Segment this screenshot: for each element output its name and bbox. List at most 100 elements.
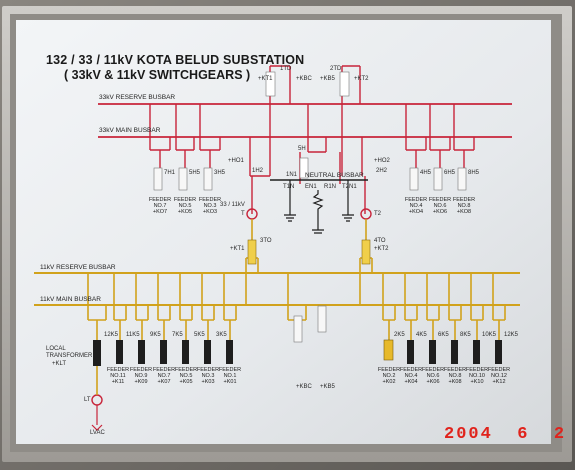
key-lt xyxy=(93,340,101,366)
neutral-label-en1: EN1 xyxy=(305,184,317,190)
kv33-incomer-right-code: +KT2 xyxy=(354,76,369,82)
kv33-feeder-8-switch: 8H5 xyxy=(468,170,480,176)
key-kv33-left-1 xyxy=(153,167,163,191)
kv11-right-feeder-6-label: FEEDER NO.12+K12 xyxy=(487,367,511,386)
kv11-right-feeder-1-label: FEEDER NO.2+K02 xyxy=(377,367,401,386)
kv33-incomer-right-mid: +HO2 xyxy=(374,158,390,164)
key-kv11-coupler-2 xyxy=(317,305,327,333)
kv11-left-feeder-4-label: FEEDER NO.5+K05 xyxy=(174,367,198,386)
neutral-section xyxy=(270,179,368,234)
key-kv33-right-3 xyxy=(457,167,467,191)
lvac-output-line xyxy=(91,405,103,431)
neutral-resistor xyxy=(312,190,324,234)
key-kv11-left-6 xyxy=(226,340,233,364)
neutral-earth-right xyxy=(342,180,354,222)
kv11-coupler-code-2: +KB5 xyxy=(320,384,335,390)
kv33-feeder-3-switch: 3H5 xyxy=(214,170,226,176)
kv33-feeder-3-line xyxy=(199,104,221,185)
kv11-left-feeder-6-label: FEEDER NO.1+K01 xyxy=(218,367,242,386)
transformer-t2-label: T2 xyxy=(374,211,382,217)
key-kv11-coupler xyxy=(293,315,303,343)
kv11-left-feeder-3-switch: 9K5 xyxy=(150,332,161,338)
transformer-t1-label: T xyxy=(241,211,245,217)
kv11-right-feeder-2-switch: 4K5 xyxy=(416,332,427,338)
kv11-incomer-right-code: +KT2 xyxy=(374,246,389,252)
kv11-left-feeder-2-switch: 11K5 xyxy=(126,332,140,338)
key-4to xyxy=(361,239,371,265)
kv11-right-feeder-2-label: FEEDER NO.4+K04 xyxy=(399,367,423,386)
kv33-incomer-left-code: +KT1 xyxy=(258,76,273,82)
kv33-feeder-5-switch: 5H5 xyxy=(189,170,201,176)
kv33-main-busbar-label: 33kV MAIN BUSBAR xyxy=(99,127,161,134)
kv11-main-busbar-label: 11kV MAIN BUSBAR xyxy=(40,296,101,303)
kv11-left-feeder-2-label: FEEDER NO.9+K09 xyxy=(129,367,153,386)
kv33-feeder-6-switch: 6H5 xyxy=(444,170,456,176)
kv11-left-feeders-lines xyxy=(113,273,237,350)
kv11-incomer-right-switch: 4TO xyxy=(374,238,386,244)
key-kv11-right-2 xyxy=(407,340,414,364)
kv33-feeder-4-switch: 4H5 xyxy=(420,170,432,176)
kv33-feeder-5-line xyxy=(175,104,195,185)
kv33-feeder-7-line xyxy=(149,104,171,185)
kv11-left-feeder-1-label: FEEDER NO.11+K11 xyxy=(106,367,130,386)
neutral-earth-left xyxy=(284,180,296,222)
kv33-feeder-4-label: FEEDER NO.4+KO4 xyxy=(404,197,428,216)
kv11-left-feeder-5-switch: 5K5 xyxy=(194,332,205,338)
key-kv11-right-4 xyxy=(451,340,458,364)
kv33-incomer-left-mid: +HO1 xyxy=(228,158,244,164)
kv11-right-feeder-1-switch: 2K5 xyxy=(394,332,405,338)
kv33-feeder-8-line xyxy=(453,104,475,185)
key-kv33-right-2 xyxy=(433,167,443,191)
kv11-right-feeders-lines xyxy=(382,273,506,350)
mimic-panel-surface xyxy=(16,20,551,444)
kv11-left-feeder-4-switch: 7K5 xyxy=(172,332,183,338)
kv11-coupler-code: +KBC xyxy=(296,384,312,390)
key-kv11-right-5 xyxy=(473,340,480,364)
key-1td xyxy=(265,71,276,97)
kv33-feeder-6-line xyxy=(429,104,451,185)
kv11-right-feeder-4-label: FEEDER NO.8+K08 xyxy=(443,367,467,386)
neutral-label-1n1: 1N1 xyxy=(286,172,298,178)
kv33-feeder-7-switch: 7H1 xyxy=(164,170,176,176)
kv33-reserve-busbar-label: 33kV RESERVE BUSBAR xyxy=(99,94,176,101)
kv33-feeder-7-label: FEEDER NO.7+KO7 xyxy=(148,197,172,216)
key-5h xyxy=(299,157,309,179)
neutral-label-r1n: R1N xyxy=(324,184,337,190)
kv33-coupler-code: +KBC xyxy=(296,76,312,82)
key-kv11-left-2 xyxy=(138,340,145,364)
neutral-label-t1n: T1N xyxy=(283,184,295,190)
kv11-reserve-busbar-label: 11kV RESERVE BUSBAR xyxy=(40,264,116,271)
key-kv11-left-1 xyxy=(116,340,123,364)
lt-label: LT xyxy=(84,397,91,403)
kv33-feeder-8-label: FEEDER NO.8+KO8 xyxy=(452,197,476,216)
kv11-right-feeder-5-label: FEEDER NO.10+K10 xyxy=(465,367,489,386)
local-transformer-label: LOCAL TRANSFORMER xyxy=(46,346,93,359)
kv11-incomer-left-switch: 3TO xyxy=(260,238,272,244)
key-kv33-left-3 xyxy=(203,167,213,191)
kv11-right-feeder-4-switch: 8K5 xyxy=(460,332,471,338)
key-kv11-left-5 xyxy=(204,340,211,364)
kv11-right-feeder-3-switch: 6K5 xyxy=(438,332,449,338)
lt-feed-lines xyxy=(91,405,103,431)
kv11-right-feeder-5-switch: 10K5 xyxy=(482,332,497,338)
transformer-ratio-label: 33 / 11kV xyxy=(220,202,245,208)
kv11-left-feeder-5-label: FEEDER NO.3+K03 xyxy=(196,367,220,386)
board-title-line1: 132 / 33 / 11kV KOTA BELUD SUBSTATION xyxy=(46,53,305,67)
neutral-label-t2n1: T2N1 xyxy=(342,184,357,190)
kv11-lt-feeder-line xyxy=(87,273,107,395)
kv33-coupler-code-2: +KB5 xyxy=(320,76,335,82)
kv33-feeder-5-label: FEEDER NO.5+KO5 xyxy=(173,197,197,216)
key-2td xyxy=(339,71,350,97)
key-kv11-left-4 xyxy=(182,340,189,364)
kv33-incomer-left-switch: 1H2 xyxy=(252,168,264,174)
camera-date-stamp: 2004 6 2 xyxy=(444,425,567,444)
kv33-incomer-right-switch: 2H2 xyxy=(376,168,388,174)
kv33-section xyxy=(98,65,512,214)
key-kv33-left-2 xyxy=(178,167,188,191)
lvac-label: LVAC xyxy=(90,430,105,436)
key-kv11-right-1 xyxy=(383,339,394,361)
key-kv33-right-1 xyxy=(409,167,419,191)
key-kv11-right-3 xyxy=(429,340,436,364)
kv33-incomer-right-top-label: 2TD xyxy=(330,66,342,72)
